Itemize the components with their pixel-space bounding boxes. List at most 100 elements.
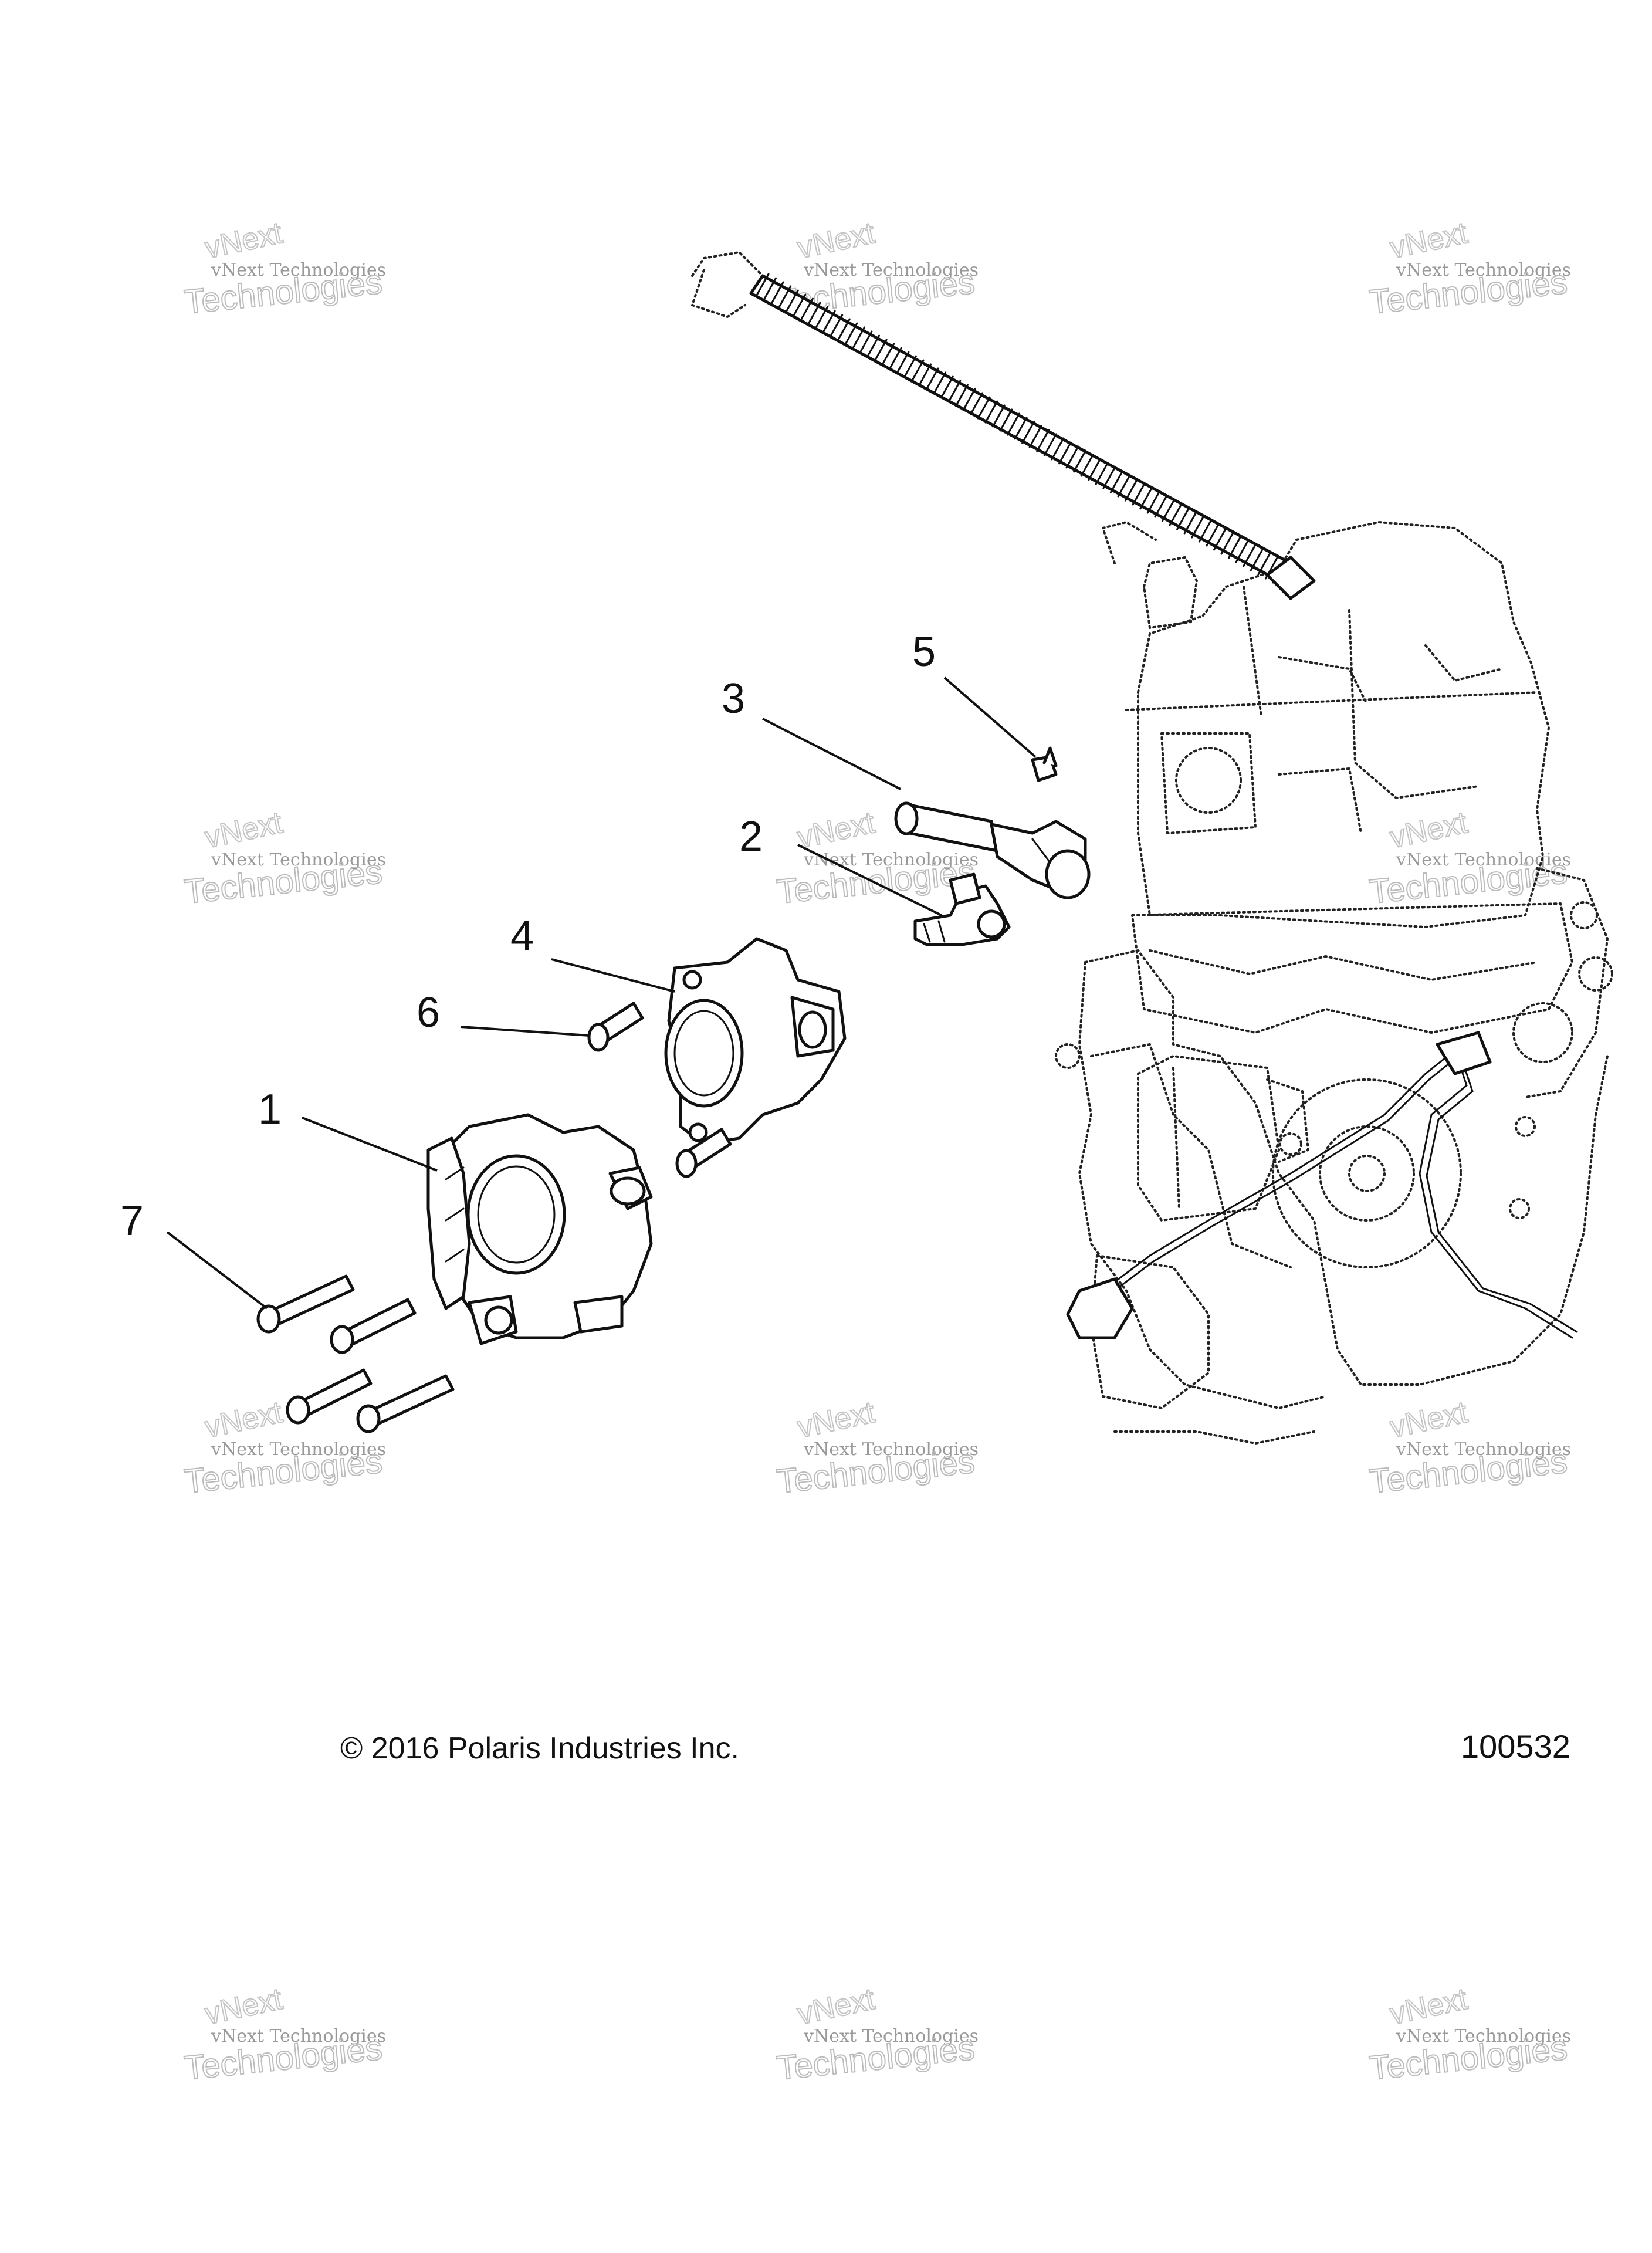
leader-1 bbox=[302, 1117, 438, 1172]
hose-coil-ring bbox=[1036, 429, 1050, 452]
hose-coil-ring bbox=[1243, 544, 1257, 567]
hose-coil-ring bbox=[984, 400, 998, 424]
hose-coil-ring bbox=[1183, 511, 1197, 535]
hose-coil-ring bbox=[1073, 449, 1087, 473]
svg-text:vNext: vNext bbox=[202, 1982, 286, 2031]
callout-7: 7 bbox=[120, 1197, 144, 1244]
callout-4: 4 bbox=[510, 913, 534, 960]
hose-coil-ring bbox=[1095, 462, 1109, 485]
svg-text:vNext Technologies: vNext Technologies bbox=[211, 1439, 386, 1460]
hose-coil-ring bbox=[756, 273, 770, 296]
svg-text:vNext Technologies: vNext Technologies bbox=[803, 1439, 979, 1460]
svg-text:vNext Technologies: vNext Technologies bbox=[211, 850, 386, 870]
hose-coil-ring bbox=[991, 404, 1006, 428]
hose-coil-ring bbox=[1198, 519, 1212, 543]
hose-coil-ring bbox=[1006, 412, 1020, 436]
hose-coil-ring bbox=[1154, 495, 1168, 518]
leader-5 bbox=[943, 676, 1037, 758]
hose-coil-ring bbox=[800, 297, 814, 321]
hose-coil-ring bbox=[1191, 515, 1205, 539]
drawing-number: 100532 bbox=[1461, 1728, 1570, 1765]
hose-coil-ring bbox=[1257, 552, 1271, 576]
svg-text:vNext: vNext bbox=[1387, 1982, 1471, 2031]
svg-text:vNext: vNext bbox=[794, 1395, 878, 1445]
svg-text:vNext: vNext bbox=[794, 806, 878, 855]
svg-text:vNext Technologies: vNext Technologies bbox=[211, 2026, 386, 2046]
hose-coil-ring bbox=[1102, 466, 1116, 489]
hose-coil-ring bbox=[1228, 536, 1242, 559]
hose-coil-ring bbox=[940, 376, 954, 399]
hose-coil-ring bbox=[1206, 523, 1220, 547]
svg-text:vNext: vNext bbox=[1387, 216, 1471, 265]
hose-coil-ring bbox=[859, 330, 873, 354]
hose-coil-ring bbox=[874, 339, 888, 362]
watermark: vNext vNext Technologies Technologies bbox=[182, 215, 386, 322]
svg-text:vNext Technologies: vNext Technologies bbox=[803, 850, 979, 870]
watermark: vNext vNext Technologies Technologies bbox=[1367, 1395, 1571, 1501]
throttle-body bbox=[426, 1113, 653, 1345]
callout-5: 5 bbox=[912, 628, 936, 675]
leader-2 bbox=[797, 844, 942, 916]
svg-text:vNext Technologies: vNext Technologies bbox=[1396, 2026, 1571, 2046]
svg-text:vNext Technologies: vNext Technologies bbox=[1396, 260, 1571, 280]
hose-coil-ring bbox=[785, 289, 799, 313]
hose-coil-ring bbox=[1088, 458, 1102, 481]
hose-coil-ring bbox=[933, 371, 947, 395]
callout-6: 6 bbox=[417, 989, 440, 1036]
hose-coil-ring bbox=[1139, 486, 1153, 510]
hose-coil-ring bbox=[1043, 433, 1057, 456]
hose-coil-ring bbox=[778, 285, 792, 309]
hose-coil-ring bbox=[977, 396, 991, 420]
svg-text:vNext: vNext bbox=[1387, 806, 1471, 855]
temperature-sensor bbox=[894, 801, 1091, 899]
leader-6 bbox=[460, 1026, 590, 1037]
hose-coil-ring bbox=[1161, 499, 1175, 522]
svg-text:vNext Technologies: vNext Technologies bbox=[803, 260, 979, 280]
hose-coil-ring bbox=[888, 347, 902, 370]
hose-coil-ring bbox=[1176, 507, 1190, 530]
callout-leaders bbox=[166, 676, 1037, 1310]
svg-text:vNext Technologies: vNext Technologies bbox=[803, 2026, 979, 2046]
hose-coil-ring bbox=[1021, 421, 1035, 444]
hose-coil-ring bbox=[1080, 454, 1094, 477]
hose-coil-ring bbox=[866, 334, 881, 358]
watermark: vNext vNext Technologies Technologies bbox=[1367, 1981, 1571, 2088]
hose-coil-ring bbox=[1117, 474, 1131, 498]
hose-coil-ring bbox=[1028, 425, 1042, 448]
hose-coil-ring bbox=[1125, 478, 1139, 502]
watermark: vNext vNext Technologies Technologies bbox=[182, 1981, 386, 2088]
leader-3 bbox=[762, 718, 901, 790]
hose-coil-ring bbox=[1146, 490, 1160, 514]
svg-text:vNext Technologies: vNext Technologies bbox=[211, 260, 386, 280]
callout-2: 2 bbox=[739, 813, 763, 860]
hose-coil-ring bbox=[896, 351, 910, 374]
coiled-hose bbox=[691, 251, 1316, 600]
hose-coil-ring bbox=[851, 326, 865, 350]
hose-coil-ring bbox=[837, 318, 851, 341]
hose-coil-ring bbox=[925, 367, 939, 391]
hose-coil-ring bbox=[910, 359, 925, 383]
small-bolt bbox=[1031, 746, 1058, 782]
hose-coil-ring bbox=[1213, 527, 1227, 551]
hose-coil-ring bbox=[1250, 548, 1264, 571]
hose-coil-ring bbox=[1235, 540, 1249, 563]
hose-coil-ring bbox=[822, 310, 836, 333]
hose-coil-ring bbox=[1220, 532, 1234, 555]
svg-text:vNext: vNext bbox=[202, 1395, 286, 1445]
hose-coil-ring bbox=[881, 343, 895, 366]
watermark: vNext vNext Technologies Technologies bbox=[182, 1395, 386, 1501]
hose-coil-ring bbox=[962, 388, 976, 411]
hose-coil-ring bbox=[830, 314, 844, 337]
svg-text:vNext: vNext bbox=[202, 806, 286, 855]
hose-coil-ring bbox=[1109, 470, 1123, 493]
fuel-injector bbox=[913, 872, 1011, 946]
socket-head-bolts bbox=[587, 1002, 732, 1178]
hose-coil-ring bbox=[1051, 437, 1065, 461]
engine-reference-outline bbox=[1055, 521, 1613, 1445]
watermark: vNext vNext Technologies Technologies bbox=[774, 215, 979, 322]
hose-coil-ring bbox=[793, 293, 807, 317]
callout-1: 1 bbox=[258, 1086, 282, 1133]
hose-coil-ring bbox=[970, 392, 984, 415]
hose-coil-ring bbox=[815, 306, 829, 329]
